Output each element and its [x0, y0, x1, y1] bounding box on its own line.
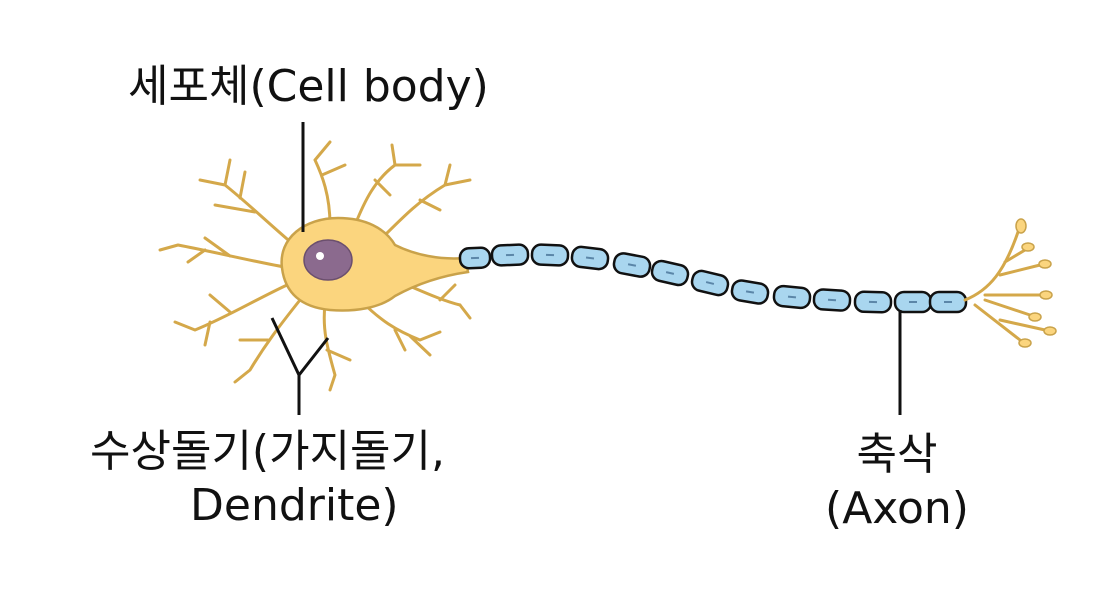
cell-body-label-text: 세포체(Cell body)	[128, 61, 489, 112]
axon-label: 축삭 (Axon)	[812, 428, 982, 536]
axon-label-line1: 축삭	[856, 429, 938, 480]
myelin-sheath	[458, 243, 968, 314]
axon-label-line2: (Axon)	[825, 483, 969, 534]
myelin-nucleus-dash	[627, 263, 637, 267]
dendrite-label-line2: Dendrite)	[190, 480, 399, 531]
synaptic-knobs	[1015, 218, 1057, 348]
nucleolus	[316, 252, 324, 260]
axon-terminals	[963, 230, 1047, 342]
dendrite-label-line1: 수상돌기(가지돌기,	[90, 426, 445, 477]
myelin-nucleus-dash	[585, 256, 595, 260]
leader-lines	[270, 122, 902, 415]
cell-body-label: 세포체(Cell body)	[128, 60, 489, 114]
nucleus	[303, 239, 353, 281]
myelin-nucleus-dash	[787, 295, 797, 299]
myelin-nucleus-dash	[705, 281, 715, 285]
dendrite-leader	[270, 317, 330, 415]
dendrite-label: 수상돌기(가지돌기, Dendrite)	[90, 425, 445, 533]
myelin-nucleus-dash	[665, 271, 675, 275]
myelin-nucleus-dash	[745, 290, 755, 294]
dendrites	[158, 140, 472, 392]
